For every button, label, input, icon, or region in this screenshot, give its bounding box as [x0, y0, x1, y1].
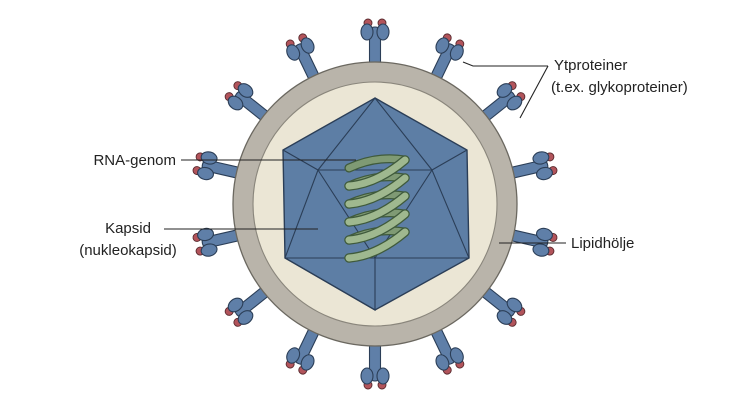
label-capsid-detail: (nukleokapsid) [79, 242, 177, 259]
leader-surface-proteins-a [462, 61, 548, 67]
rna-genome-helix [344, 155, 410, 263]
capsid [282, 97, 470, 311]
label-surface-proteins-detail: (t.ex. glykoproteiner) [551, 79, 688, 96]
label-capsid: Kapsid [105, 220, 151, 237]
label-lipid-envelope: Lipidhölje [571, 235, 634, 252]
label-rna-genome: RNA-genom [93, 152, 176, 169]
leader-lines [164, 61, 566, 244]
leader-surface-proteins-b [519, 65, 549, 119]
label-surface-proteins: Ytproteiner [554, 57, 627, 74]
